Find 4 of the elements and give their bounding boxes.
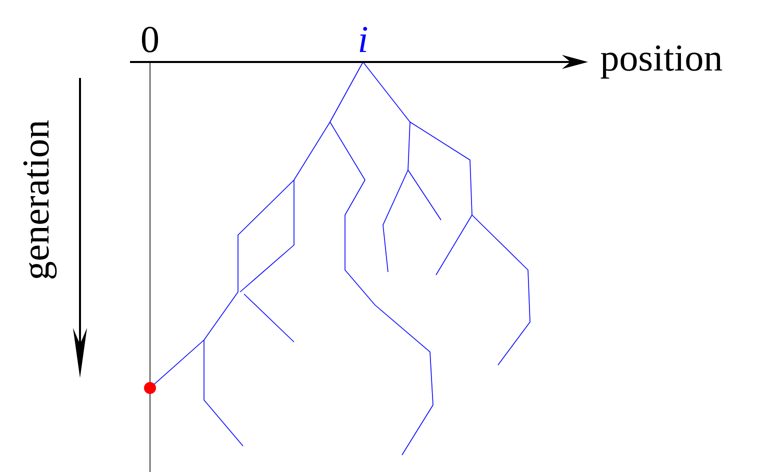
axis-label: position: [600, 45, 722, 79]
axis-label: 0: [142, 26, 158, 52]
axis-label: generation: [23, 120, 57, 279]
axis-label: i: [360, 26, 368, 52]
